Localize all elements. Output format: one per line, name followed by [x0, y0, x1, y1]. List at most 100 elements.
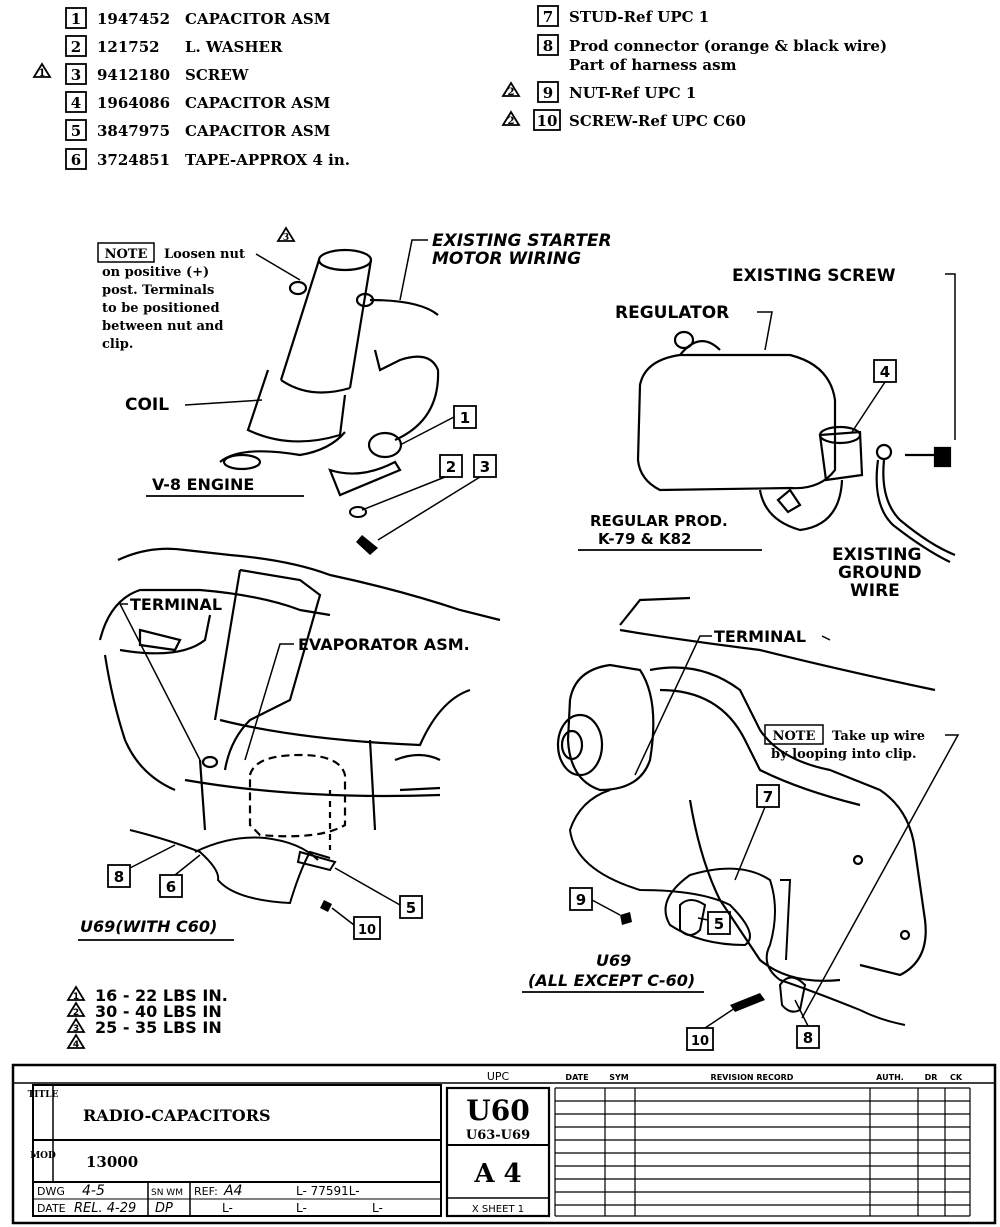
evaporator-view: TERMINAL EVAPORATOR ASM. 8 6 5 10 U69(WI… — [78, 547, 501, 941]
sheet-number: X SHEET 1 — [472, 1204, 524, 1215]
terminal-label: TERMINAL — [130, 595, 222, 614]
wiring-label: MOTOR WIRING — [432, 249, 581, 269]
parts-row: 4 1964086 CAPACITOR ASM — [65, 91, 330, 113]
upc-header: UPC — [487, 1070, 510, 1083]
torque-spec: 25 - 35 LBS IN — [95, 1018, 222, 1037]
parts-row: 2 10 SCREW-Ref UPC C60 — [502, 109, 746, 131]
date-value: REL. 4-29 — [74, 1201, 136, 1216]
note-line: Loosen nut — [164, 247, 245, 262]
view-caption: U69 — [596, 951, 631, 970]
date-label: DATE — [37, 1202, 66, 1215]
rev-header: DR — [925, 1073, 938, 1082]
callout-number: 1 — [460, 409, 470, 427]
rev-header: DATE — [565, 1073, 588, 1082]
part-index: 3 — [71, 66, 81, 84]
callout-number: 2 — [446, 458, 456, 476]
callout-number: 8 — [803, 1029, 813, 1047]
part-index: 7 — [543, 8, 553, 26]
callout-number: 4 — [880, 363, 890, 381]
part-index: 10 — [537, 112, 558, 130]
note-line: between nut and — [102, 319, 223, 334]
ref-l-number: L- — [372, 1201, 383, 1215]
evaporator-label: EVAPORATOR ASM. — [298, 635, 470, 654]
coil-label: COIL — [125, 395, 169, 415]
part-number: 1964086 — [97, 94, 170, 112]
torque-spec: 30 - 40 LBS IN — [95, 1002, 222, 1021]
part-number: 3724851 — [97, 151, 170, 169]
torque-legend: 1 16 - 22 LBS IN. 2 30 - 40 LBS IN 3 25 … — [67, 986, 228, 1050]
torque-flag-number: 2 — [73, 1008, 79, 1018]
part-description: CAPACITOR ASM — [185, 122, 330, 140]
callout-number: 5 — [714, 915, 724, 933]
ignition-coil — [219, 248, 440, 497]
part-number: 121752 — [97, 38, 160, 56]
evaporator-callouts: 8 6 5 10 — [107, 844, 423, 940]
part-description: TAPE-APPROX 4 in. — [185, 151, 350, 169]
ground-wire-label: EXISTING — [832, 545, 921, 565]
part-description: STUD-Ref UPC 1 — [569, 8, 709, 26]
torque-flag-number: 2 — [508, 87, 515, 98]
part-description: NUT-Ref UPC 1 — [569, 84, 696, 102]
parts-row: 6 3724851 TAPE-APPROX 4 in. — [65, 148, 350, 170]
part-number: 1947452 — [97, 10, 170, 28]
regulator-label: REGULATOR — [615, 303, 729, 323]
callout-number: 3 — [480, 458, 490, 476]
terminal-label: TERMINAL — [714, 627, 806, 646]
view-caption: REGULAR PROD. — [590, 512, 728, 530]
parts-list-left: 1 1947452 CAPACITOR ASM 2 121752 L. WASH… — [33, 7, 350, 170]
note-tag: NOTE — [773, 729, 816, 744]
upc-range: U63-U69 — [466, 1128, 530, 1143]
note-line: by looping into clip. — [771, 747, 917, 762]
dwg-value: 4-5 — [82, 1183, 105, 1199]
evaporator-housing — [98, 547, 501, 850]
coil-callouts: 1 2 3 — [361, 405, 497, 541]
part-index: 6 — [71, 151, 81, 169]
parts-row: 1 1947452 CAPACITOR ASM — [65, 7, 330, 29]
torque-flag-number: 1 — [39, 68, 46, 79]
rev-header: SYM — [609, 1073, 629, 1082]
ref-l-number: L- — [296, 1201, 307, 1215]
note-line: to be positioned — [102, 301, 220, 316]
torque-flag-number: 4 — [73, 1040, 79, 1050]
mod-number: 13000 — [86, 1153, 138, 1171]
part-description: CAPACITOR ASM — [185, 94, 330, 112]
mod-field-label: MOD — [30, 1151, 56, 1161]
part-description: CAPACITOR ASM — [185, 10, 330, 28]
callout-number: 6 — [166, 878, 176, 896]
existing-screw-label: EXISTING SCREW — [732, 266, 896, 286]
sn-value: DP — [155, 1201, 173, 1216]
rev-header: REVISION RECORD — [711, 1073, 794, 1082]
note-line: on positive (+) — [102, 265, 209, 280]
title-field-label: TITLE — [28, 1090, 59, 1100]
regulator-view: EXISTING SCREW REGULATOR 4 REGULAR PROD.… — [578, 266, 956, 601]
torque-flag-number: 2 — [508, 116, 515, 127]
torque-flag-number: 1 — [73, 992, 79, 1002]
dwg-label: DWG — [37, 1185, 65, 1198]
view-caption: (ALL EXCEPT C-60) — [528, 971, 695, 990]
parts-row: 2 9 NUT-Ref UPC 1 — [502, 81, 696, 103]
ground-wire-label: WIRE — [850, 581, 900, 601]
parts-row: 1 3 9412180 SCREW — [33, 63, 250, 85]
parts-row: 7 STUD-Ref UPC 1 — [537, 5, 709, 27]
part-index: 2 — [71, 38, 81, 56]
parts-row: 8 Prod connector (orange & black wire) P… — [537, 34, 887, 74]
part-description: SCREW — [185, 66, 250, 84]
revision-record: DATE SYM REVISION RECORD AUTH. DR CK — [554, 1073, 971, 1217]
callout-number: 5 — [406, 899, 416, 917]
wiring-label: EXISTING STARTER — [432, 231, 612, 251]
section-code: A 4 — [473, 1159, 521, 1189]
callout-number: 7 — [763, 788, 773, 806]
ref-label: REF: — [194, 1185, 218, 1198]
torque-flag-number: 3 — [73, 1024, 79, 1034]
part-number: 9412180 — [97, 66, 170, 84]
callout-number: 9 — [576, 891, 586, 909]
parts-row: 2 121752 L. WASHER — [65, 35, 283, 57]
except-note: NOTE Take up wire by looping into clip. — [764, 724, 925, 762]
coil-note: NOTE Loosen nut on positive (+) post. Te… — [97, 242, 245, 352]
ref-l-number: L- — [222, 1201, 233, 1215]
view-caption: U69(WITH C60) — [80, 917, 217, 936]
upc-code: U60 — [466, 1094, 529, 1127]
note-line: Take up wire — [832, 729, 925, 744]
part-description: Prod connector (orange & black wire) — [569, 37, 887, 55]
part-index: 1 — [71, 10, 81, 28]
